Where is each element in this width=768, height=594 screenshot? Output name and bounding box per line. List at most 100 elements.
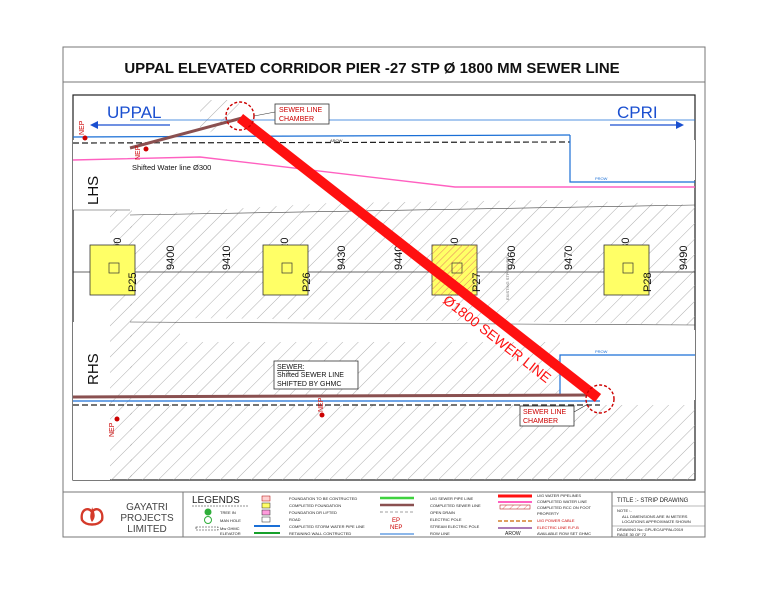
chamber-label-top: SEWER LINE CHAMBER xyxy=(253,103,330,125)
legend-title: LEGENDS xyxy=(192,495,240,506)
shifted-sewer-line xyxy=(72,393,591,399)
legend-col1-1: MAN HOLE xyxy=(220,518,241,523)
chamber-label-top-line2: CHAMBER xyxy=(279,116,314,123)
nep-label-2: NEP xyxy=(135,145,142,160)
pier-p25-footing xyxy=(89,244,136,296)
prow-tag-bottom: PROW xyxy=(595,349,608,354)
prow-tag-top: PROW xyxy=(595,176,608,181)
top-row-lines: AROW PROW xyxy=(72,119,695,188)
nep-dot-3 xyxy=(114,416,120,422)
legend-col2-2: FOUNDATION DR LIFTED xyxy=(289,510,337,515)
company-name-3: LIMITED xyxy=(127,524,166,535)
legend-col2-5: RETAINING WALL CONTRUCTED xyxy=(289,531,351,536)
legend-col1-0: TREE IN xyxy=(220,510,236,515)
chamber-bottom xyxy=(585,384,615,414)
title-block: TITLE :- STRIP DRAWING NOTE :- ALL DIMEN… xyxy=(612,498,705,537)
pier-p25: P25 xyxy=(89,244,139,296)
logo-flame-icon xyxy=(90,507,95,522)
water-line xyxy=(72,156,695,188)
legend-col4-4: U/G POWER CABLE xyxy=(537,518,575,523)
pier-p28-label: P28 xyxy=(642,272,654,292)
chainage-9490: 9490 xyxy=(678,246,690,270)
title-block-note-2: LOCATIONS APPROXIMATE SHOWN xyxy=(622,519,691,524)
chainage-9410: 9410 xyxy=(221,246,233,270)
company-name-1: GAYATRI xyxy=(126,502,168,513)
legend-swatch-completed xyxy=(261,502,271,509)
legend-arow-symbol: AROW xyxy=(505,531,521,537)
legend-col2-3: ROAD xyxy=(289,517,301,522)
sewer-line-1800 xyxy=(236,114,602,402)
pier-p26-label: P26 xyxy=(301,272,313,292)
legend-wall-icon xyxy=(195,526,219,531)
legend-col3-3: ELECTRIC POLE xyxy=(430,517,462,522)
pier-p28: P28 xyxy=(603,244,654,296)
row-line-top-dashed xyxy=(72,141,571,144)
company-logo: GAYATRI PROJECTS LIMITED xyxy=(80,502,174,535)
chainage-9400: 9400 xyxy=(165,246,177,270)
row-line-bottom-right xyxy=(559,354,695,395)
pier-p27-label: P27 xyxy=(471,272,483,292)
pier-p27-column xyxy=(451,262,463,274)
old-sewer-top xyxy=(129,116,243,150)
legend-col3-5: ROW LINE xyxy=(430,531,450,536)
nep-dot-2 xyxy=(143,146,149,152)
road-edge-top xyxy=(129,204,696,216)
chamber-label-bottom: SEWER LINE CHAMBER xyxy=(519,403,589,427)
direction-cpri: CPRI xyxy=(610,103,684,129)
hatch-top-left xyxy=(200,100,240,138)
title-block-title: TITLE :- STRIP DRAWING xyxy=(617,498,689,504)
row-line-top-right xyxy=(569,135,695,183)
nep-label-3: NEP xyxy=(109,422,116,437)
chainage-9470: 9470 xyxy=(563,246,575,270)
pier-p26-column xyxy=(281,262,293,274)
drawing-title: UPPAL ELEVATED CORRIDOR PIER -27 STP Ø 1… xyxy=(124,60,619,77)
chamber-label-bottom-line2: CHAMBER xyxy=(523,418,558,425)
legend-col4-1: COMPLETED WATER LINE xyxy=(537,499,587,504)
arrow-left-icon xyxy=(90,121,98,129)
legend-col2-1: COMPLETED FOUNDATION xyxy=(289,503,341,508)
mid-note: EXISTING STP SEWER xyxy=(505,257,510,300)
legend-tree-icon xyxy=(204,508,212,516)
row-line-top-main xyxy=(72,134,571,138)
sewer-shift-note-line3: SHIFTED BY GHMC xyxy=(277,381,341,388)
nep-dot-1 xyxy=(82,135,88,141)
chainage-9430: 9430 xyxy=(336,246,348,270)
sewer-shift-note: SEWER: Shifted SEWER LINE SHIFTED BY GHM… xyxy=(273,360,359,390)
title-block-note-1: ALL DIMENSIONS ARE IN METERS xyxy=(622,514,688,519)
chamber-label-top-line1: SEWER LINE xyxy=(279,107,323,114)
row-tag-top: AROW xyxy=(330,138,343,143)
legend-swatch-to-construct xyxy=(261,495,271,502)
chainage-9440: 9440 xyxy=(393,246,405,270)
pier-p26-footing xyxy=(262,244,309,296)
legend-col3-2: OPEN DRAIN xyxy=(430,510,455,515)
chamber-label-bottom-leader xyxy=(573,403,589,413)
nep-dot-4 xyxy=(319,412,325,418)
nep-label-4: NEP xyxy=(318,397,325,412)
chamber-label-bottom-line1: SEWER LINE xyxy=(523,409,567,416)
legend-swatch-rcc xyxy=(499,504,531,510)
sewer-shift-note-line2: Shifted SEWER LINE xyxy=(277,372,344,379)
left-box-lhs xyxy=(73,140,110,210)
chamber-label-bottom-box xyxy=(519,405,575,427)
legend-nep-symbol: NEP xyxy=(390,525,402,531)
road-band-top xyxy=(73,140,695,180)
hatch-lower xyxy=(130,318,180,345)
pier-p25-column xyxy=(108,262,120,274)
direction-uppal: UPPAL xyxy=(90,103,170,129)
water-line-label: Shifted Water line Ø300 xyxy=(132,163,211,172)
arrow-right-icon xyxy=(676,121,684,129)
logo-mark-icon xyxy=(80,508,104,526)
chamber-label-top-box xyxy=(274,103,330,125)
legend-col4-6: AVAILABLE ROW SET GHMC xyxy=(537,531,591,536)
title-block-drawing-no: DRAWING No: GPL/EC/UPPAL/2019 xyxy=(617,527,684,532)
sewer-shift-note-line1: SEWER: xyxy=(277,364,305,371)
chainage-9460: 9460 xyxy=(506,246,518,270)
legend-col3-4: STREAM ELECTRIC POLE xyxy=(430,524,480,529)
legend-col1-2: Mw GHMC xyxy=(220,526,240,531)
road-edge-bottom xyxy=(129,321,696,326)
legend-col4-5: ELECTRIC LINE R-P-B xyxy=(537,525,579,530)
legend-col2-0: FOUNDATION TO BE CONTRUCTED xyxy=(289,496,357,501)
pier-p28-footing xyxy=(603,244,650,296)
pier-p25-label: P25 xyxy=(127,272,139,292)
legend-swatch-lifted xyxy=(261,509,271,516)
